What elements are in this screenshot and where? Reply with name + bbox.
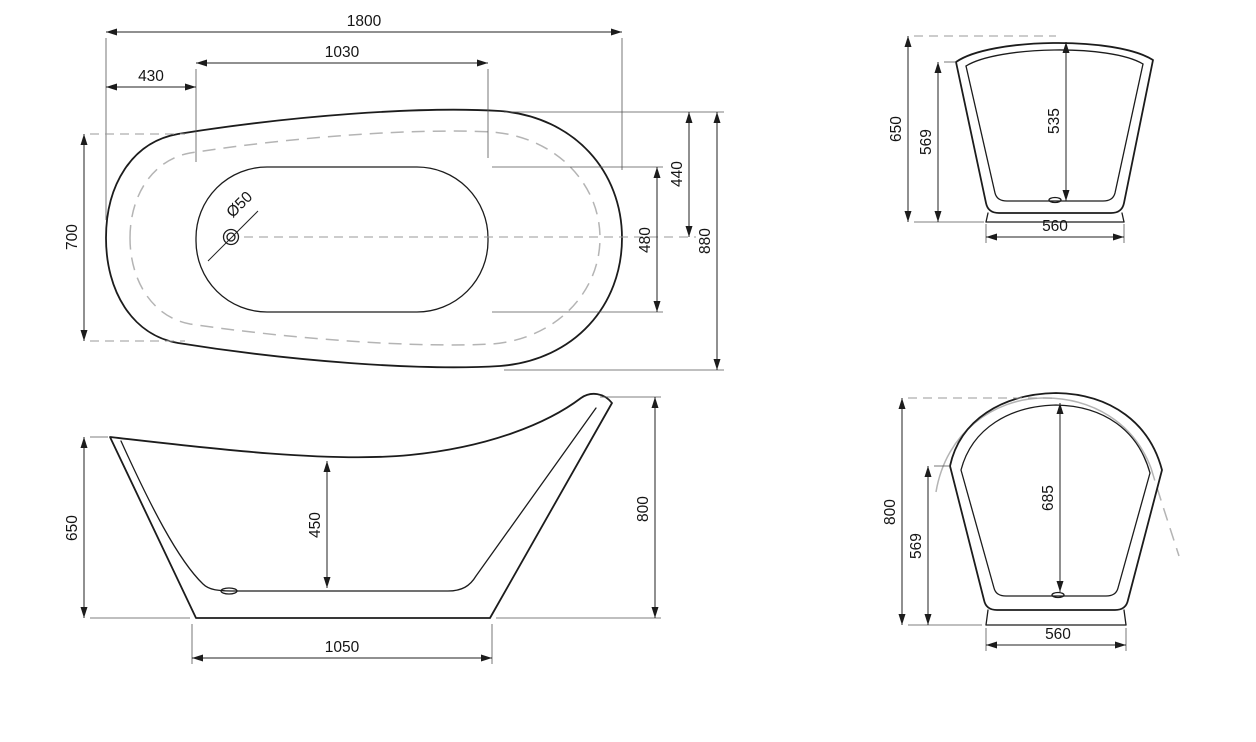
drain-diameter-label: Ø50: [223, 188, 256, 221]
plan-view: Ø50 1800 1030 430 700 440 480 880: [64, 13, 724, 371]
dim-inner-length-label: 1030: [325, 44, 360, 61]
section-back-inner: [960, 404, 1151, 597]
dim-sf-inner-depth-label: 535: [1046, 108, 1063, 134]
dim-sf-overall-height-label: 650: [888, 116, 905, 142]
dim-width-upper-right-label: 440: [669, 161, 686, 187]
dim-inner-depth-label: 450: [307, 512, 324, 538]
section-back-outer: [949, 392, 1163, 611]
side-outer-outline: [109, 392, 613, 619]
section-front-inner-walls: [965, 63, 1144, 202]
foot-line: [985, 212, 989, 223]
section-back-view: 800 569 685 560: [882, 392, 1180, 651]
dim-sb-base-width-label: 560: [1045, 626, 1071, 643]
tub-rim-dashed-line: [129, 130, 601, 346]
reference-profile-dashed: [1150, 467, 1180, 557]
floor-nub: [1051, 591, 1065, 599]
dim-base-length-label: 1050: [325, 639, 360, 656]
dim-basin-width-right-label: 480: [637, 227, 654, 253]
drain-leader-line: [207, 210, 259, 262]
side-view: 650 450 800 1050: [64, 392, 661, 664]
dim-left-offset-label: 430: [138, 68, 164, 85]
dim-sb-overall-height-label: 800: [882, 499, 899, 525]
dim-overall-length-label: 1800: [347, 13, 382, 30]
side-inner-outline: [120, 407, 597, 592]
section-front-inner-rim: [965, 49, 1144, 67]
dim-overall-width-label: 880: [697, 228, 714, 254]
drain-outer-circle: [222, 228, 240, 246]
dim-front-height-label: 650: [64, 515, 81, 541]
section-front-view: 650 569 535 560: [888, 35, 1154, 243]
foot-line: [1121, 212, 1125, 223]
basin-outline: [195, 166, 489, 313]
dim-width-left-label: 700: [64, 224, 81, 250]
dim-sf-base-width-label: 560: [1042, 218, 1068, 235]
drain-inner-circle: [226, 232, 236, 242]
floor-nub: [1048, 196, 1062, 204]
drain-detail: [220, 587, 238, 595]
foot-line: [985, 609, 989, 626]
tub-outer-outline: [105, 108, 623, 369]
dim-back-height-label: 800: [635, 496, 652, 522]
dim-sb-rim-height-label: 569: [908, 533, 925, 559]
dim-sb-inner-depth-label: 685: [1040, 485, 1057, 511]
dim-sf-rim-height-label: 569: [918, 129, 935, 155]
reference-profile-curve: [935, 397, 1152, 493]
foot-line: [1123, 609, 1127, 626]
section-front-outer: [955, 42, 1154, 214]
